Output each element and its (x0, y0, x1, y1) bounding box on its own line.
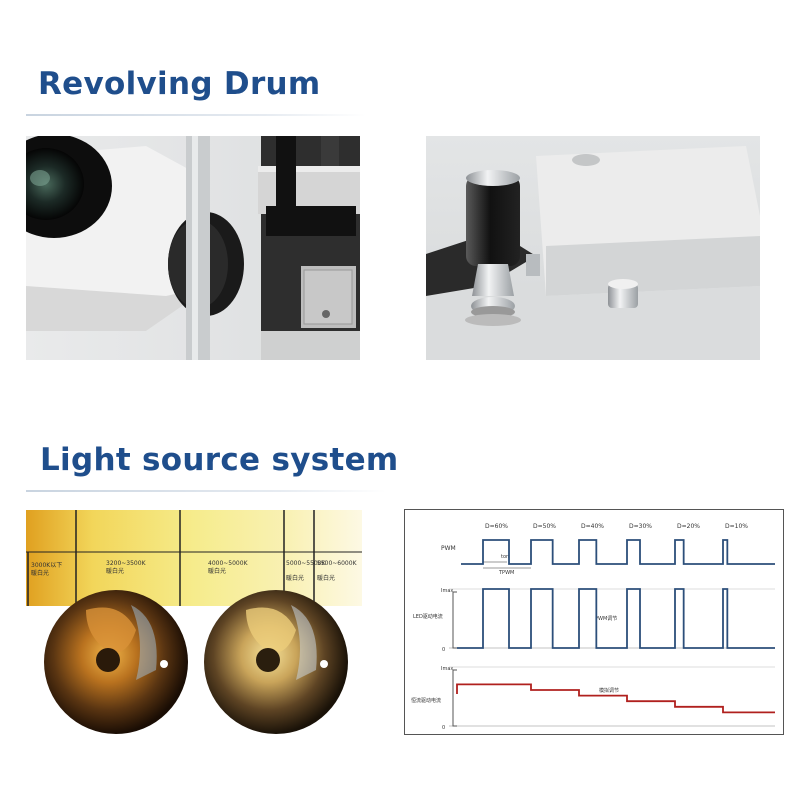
zero-label-2: 0 (442, 725, 445, 731)
revolving-drum-heading: Revolving Drum (38, 66, 321, 102)
strip-label-1: 3000K以下 (31, 562, 62, 569)
light-source-heading: Light source system (40, 442, 399, 478)
heading-divider (26, 114, 366, 116)
strip-sub-3: 暖白光 (208, 567, 226, 575)
strip-sub-2: 暖白光 (106, 567, 124, 575)
duty-label: D=20% (677, 523, 700, 530)
analog-adjust-label: 模拟调节 (599, 687, 619, 694)
strip-sub-4: 暖白光 (286, 574, 304, 582)
duty-label: D=40% (581, 523, 604, 530)
imax-label-1: Imax (441, 588, 453, 594)
strip-label-2: 3200~3500K (106, 560, 147, 567)
duty-label: D=30% (629, 523, 652, 530)
zero-label-1: 0 (442, 647, 445, 653)
strip-label-5: 5500~6000K (317, 560, 358, 567)
heading-divider (26, 490, 386, 492)
pwm-row-label: PWM (441, 545, 456, 552)
pwm-dimming-chart: PWM LED驱动电流 恒流驱动电流 Imax Imax 0 0 ton TPW… (404, 509, 784, 735)
color-temperature-photo: 3000K以下 暖白光 3200~3500K 暖白光 4000~5000K 暖白… (26, 510, 362, 734)
strip-sub-1: 暖白光 (31, 569, 49, 577)
duty-label: D=60% (485, 523, 508, 530)
tpwm-label: TPWM (498, 570, 514, 576)
constant-current-label: 恒流驱动电流 (411, 697, 441, 704)
strip-label-4: 5000~5500K (286, 560, 327, 567)
strip-label-3: 4000~5000K (208, 560, 249, 567)
ton-label: ton (501, 554, 509, 560)
led-current-label: LED驱动电流 (413, 613, 443, 620)
imax-label-2: Imax (441, 666, 453, 672)
revolving-drum-photo (26, 136, 360, 360)
duty-label: D=10% (725, 523, 748, 530)
duty-label: D=50% (533, 523, 556, 530)
strip-sub-5: 暖白光 (317, 574, 335, 582)
joystick-photo (426, 136, 760, 360)
pwm-adjust-label: PWM调节 (595, 615, 617, 622)
